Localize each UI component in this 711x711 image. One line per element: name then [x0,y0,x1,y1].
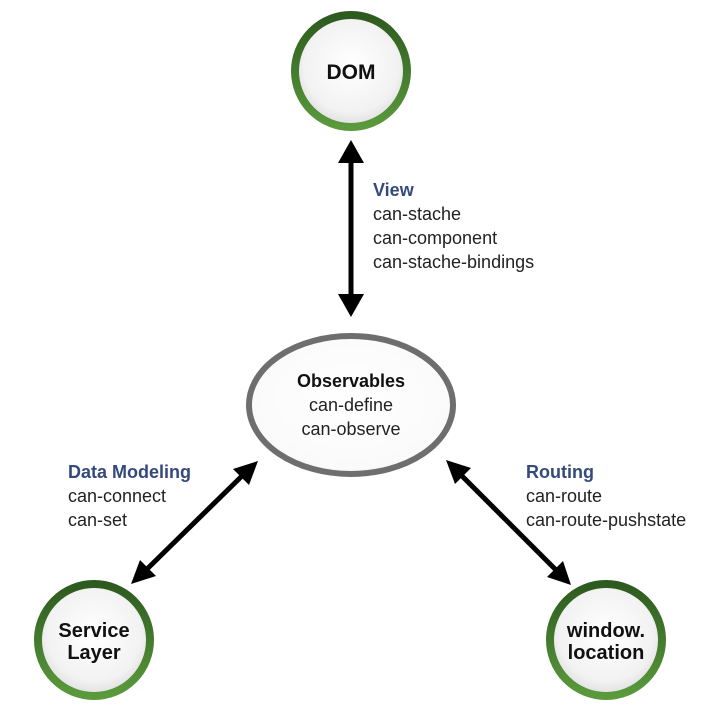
node-window-location-line: location [568,642,645,664]
edge-routing-title: Routing [526,462,594,482]
arrow-view [338,140,364,317]
edge-routing-item: can-route-pushstate [526,510,686,530]
node-window-location-line: window. [566,620,645,642]
arrow-data-modeling [131,461,258,584]
node-dom-label: DOM [327,61,376,84]
node-service-layer-line: Service [58,620,129,642]
node-service-layer: Service Layer [34,580,154,700]
node-service-layer-line: Layer [67,642,121,664]
node-observables: Observables can-define can-observe [246,333,456,477]
arrow-routing [446,460,571,585]
edge-data-modeling-item: can-connect [68,486,166,506]
edge-view-item: can-stache [373,204,461,224]
edge-label-data-modeling: Data Modeling can-connect can-set [68,462,191,530]
edge-view-title: View [373,180,415,200]
node-observables-item: can-define [309,395,393,415]
edge-data-modeling-title: Data Modeling [68,462,191,482]
edge-routing-item: can-route [526,486,602,506]
edge-view-item: can-component [373,228,497,248]
node-window-location: window. location [546,580,666,700]
edge-label-view: View can-stache can-component can-stache… [373,180,534,272]
edge-data-modeling-item: can-set [68,510,127,530]
node-dom: DOM [291,11,411,131]
edge-label-routing: Routing can-route can-route-pushstate [526,462,686,530]
node-observables-item: can-observe [301,419,400,439]
node-observables-title: Observables [297,371,405,391]
edge-view-item: can-stache-bindings [373,252,534,272]
